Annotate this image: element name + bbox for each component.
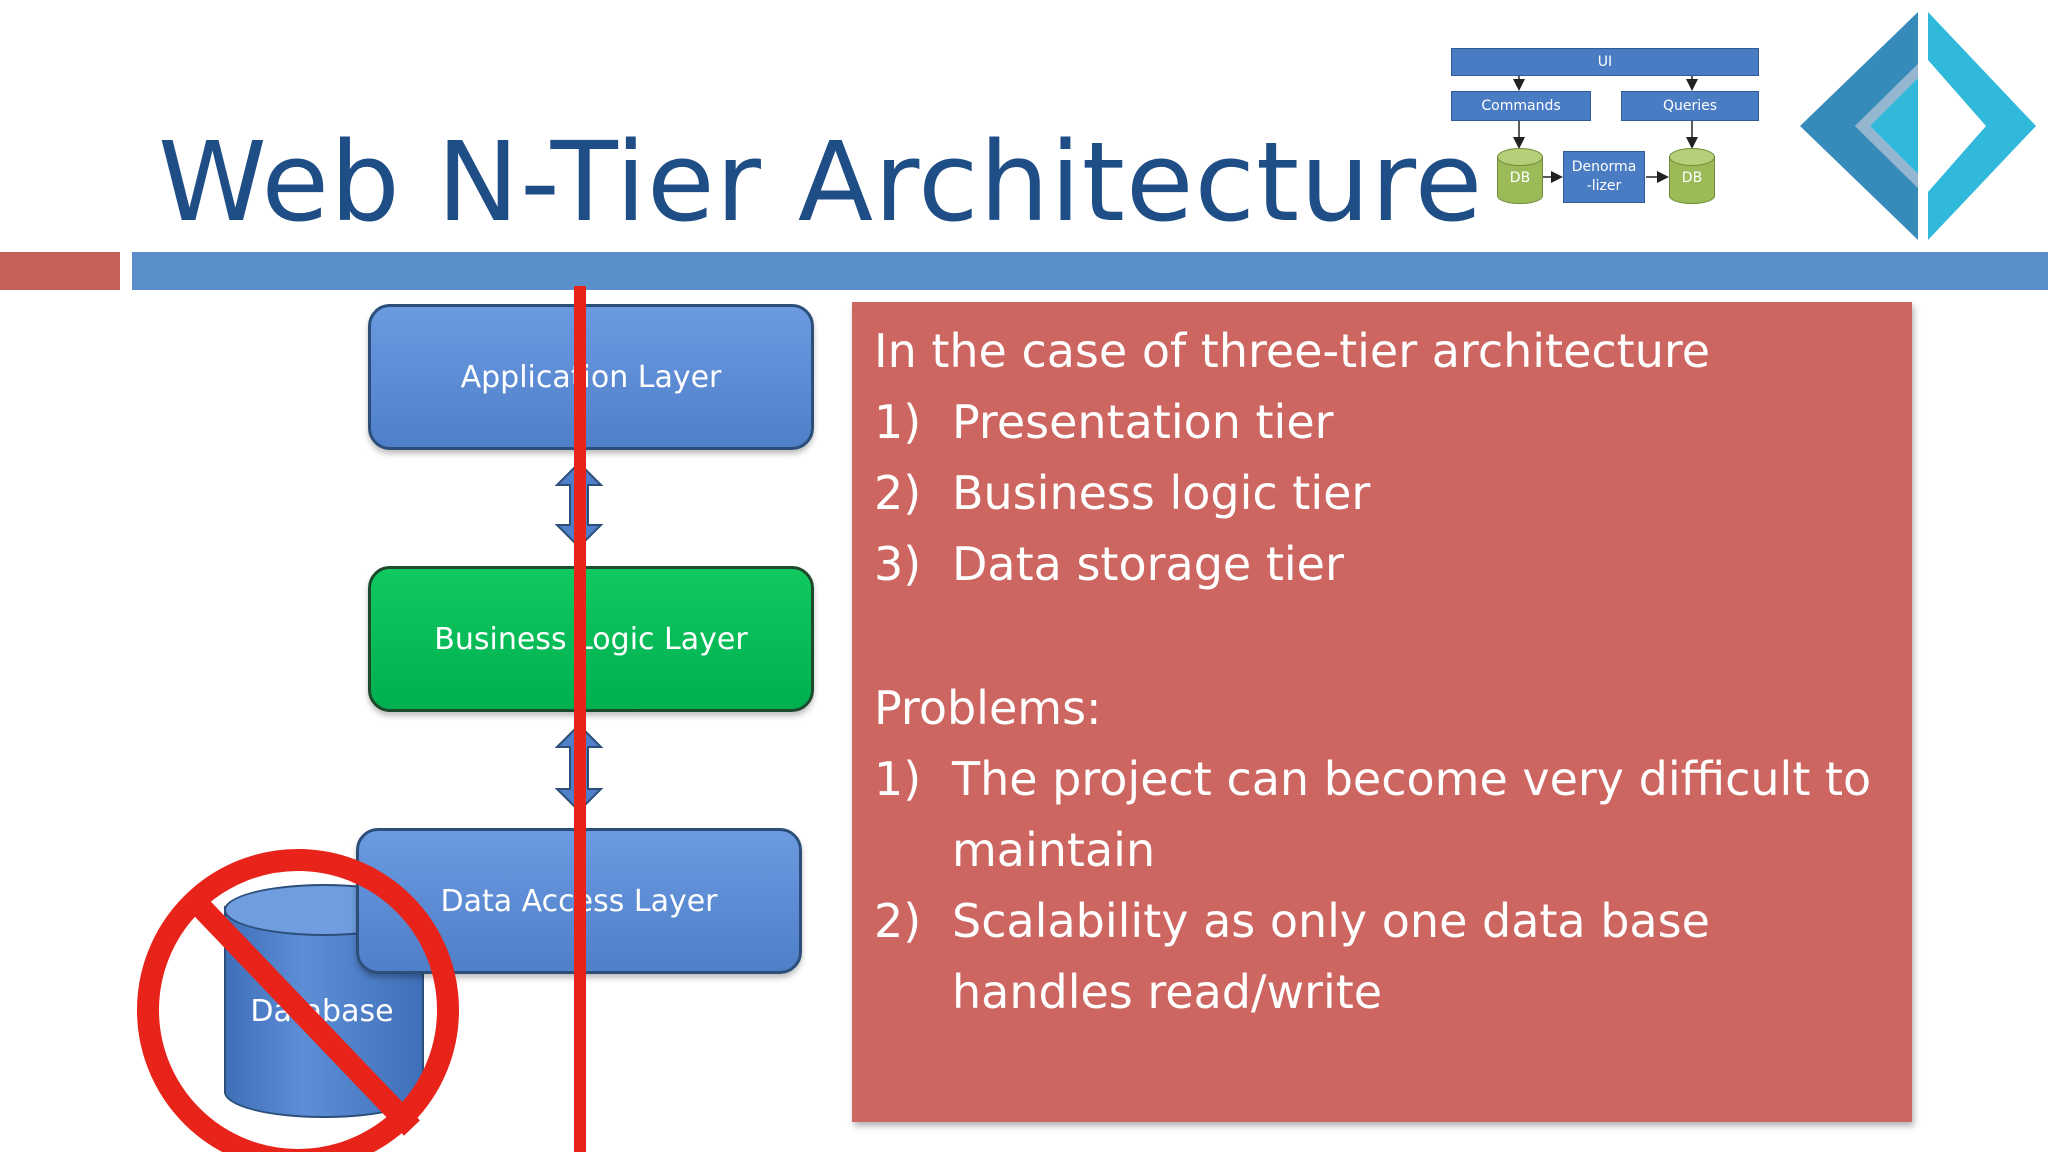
fsharp-logo-icon [1800,12,2036,240]
problems-heading: Problems: [874,681,1102,735]
problem-1-number: 1) [874,752,922,806]
tier-item-1: 1) Presentation tier [874,395,1334,449]
tier-1-text: Presentation tier [952,395,1334,449]
accent-bar-red [0,252,120,290]
problem-item-1: 1) The project can become very difficult … [874,752,1871,806]
problem-item-2: 2) Scalability as only one data base [874,894,1710,948]
problem-1-line2: maintain [952,823,1156,877]
problem-2-line1: Scalability as only one data base [952,894,1710,948]
tier-3-number: 3) [874,537,922,591]
content-textbox: In the case of three-tier architecture 1… [852,302,1912,1122]
business-logic-layer-box: Business Logic Layer [368,566,814,712]
intro-text: In the case of three-tier architecture [874,324,1711,378]
application-layer-label: Application Layer [460,359,722,395]
prohibition-circle-icon [137,849,459,1152]
application-layer-box: Application Layer [368,304,814,450]
tier-2-text: Business logic tier [952,466,1371,520]
business-logic-layer-label: Business Logic Layer [434,621,748,657]
tier-3-text: Data storage tier [952,537,1344,591]
tier-1-number: 1) [874,395,922,449]
tier-item-3: 3) Data storage tier [874,537,1344,591]
accent-bar-blue [132,252,2048,290]
tier-item-2: 2) Business logic tier [874,466,1370,520]
problem-2-line2: handles read/write [952,965,1383,1019]
problem-2-number: 2) [874,894,922,948]
slide-title: Web N-Tier Architecture [158,118,1484,246]
tier-2-number: 2) [874,466,922,520]
problem-1-line1: The project can become very difficult to [952,752,1872,806]
prohibition-slash-icon [188,894,420,1136]
